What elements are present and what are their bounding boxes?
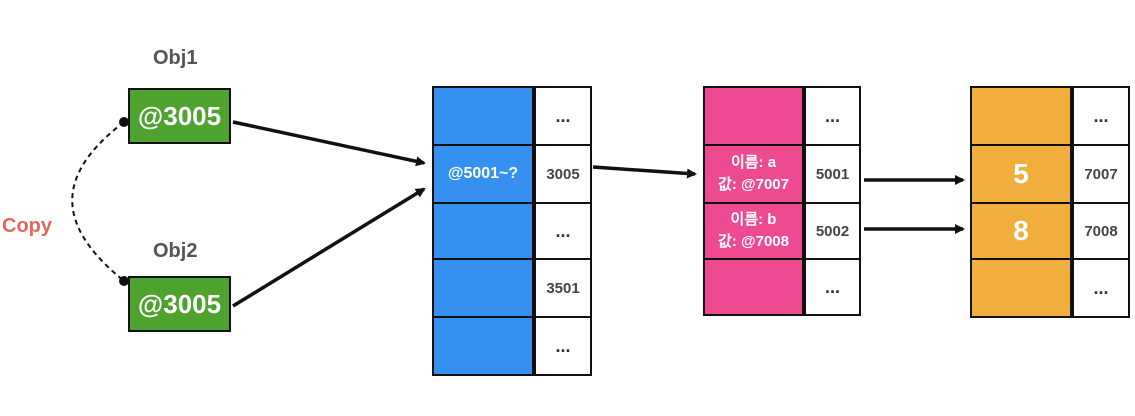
column2-cell-2-line1: 이름: b <box>730 211 777 228</box>
column1-cell-4 <box>432 316 534 376</box>
column2-cell-2: 이름: b 값: @7008 <box>703 202 804 260</box>
column2-address-2: 5002 <box>804 202 861 260</box>
column2-address-0: ... <box>804 86 861 146</box>
column1-address-4: ... <box>534 316 592 376</box>
column1-cell-3 <box>432 258 534 318</box>
column1-cell-2 <box>432 202 534 260</box>
copy-curve <box>71 121 125 282</box>
copy-curve-start-dot <box>119 117 129 127</box>
arrow-column1-to-column2 <box>592 165 697 179</box>
obj2-label: Obj2 <box>153 240 198 262</box>
copy-label: Copy <box>2 215 52 237</box>
column2-cell-1-line2: 값: @7007 <box>718 176 789 193</box>
column1-address-0: ... <box>534 86 592 146</box>
column3-address-0: ... <box>1072 86 1130 146</box>
column1-cell-0 <box>432 86 534 146</box>
column2-address-3: ... <box>804 258 861 316</box>
obj1-box: @3005 <box>128 88 231 144</box>
column2-cell-0 <box>703 86 804 146</box>
obj1-label: Obj1 <box>153 47 198 69</box>
column3-cell-1: 5 <box>970 144 1072 204</box>
column3-cell-0 <box>970 86 1072 146</box>
column1-address-1: 3005 <box>534 144 592 204</box>
column2-cell-1: 이름: a 값: @7007 <box>703 144 804 204</box>
column3-cell-2: 8 <box>970 202 1072 260</box>
obj2-box: @3005 <box>128 276 231 332</box>
column2-address-1: 5001 <box>804 144 861 204</box>
arrow-obj2-to-column1 <box>232 187 426 308</box>
column2-cell-2-line2: 값: @7008 <box>718 233 789 250</box>
column3-address-1: 7007 <box>1072 144 1130 204</box>
column1-address-2: ... <box>534 202 592 260</box>
copy-curve-end-dot <box>119 276 129 286</box>
column1-cell-1: @5001~? <box>432 144 534 204</box>
column1-address-3: 3501 <box>534 258 592 318</box>
column3-address-3: ... <box>1072 258 1130 318</box>
column2-cell-1-line1: 이름: a <box>730 154 777 171</box>
arrow-obj1-to-column1 <box>232 120 426 167</box>
column3-cell-3 <box>970 258 1072 318</box>
column2-cell-3 <box>703 258 804 316</box>
column3-address-2: 7008 <box>1072 202 1130 260</box>
